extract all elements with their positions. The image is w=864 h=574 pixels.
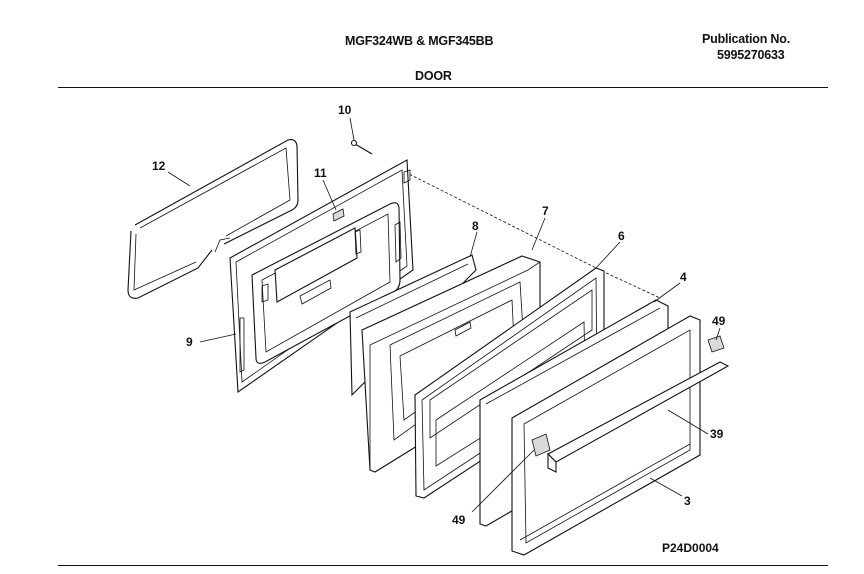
part-3-outer-panel (511, 315, 701, 556)
leader-49a (715, 327, 721, 341)
callout-39: 39 (710, 427, 724, 441)
header-divider (58, 87, 828, 88)
part-9-door-frame (229, 159, 414, 394)
part-39-handle (547, 361, 730, 473)
part-12-gasket (127, 139, 299, 299)
part-7-inner-panel (361, 255, 541, 473)
leader-8 (469, 231, 478, 258)
callout-11: 11 (314, 166, 327, 180)
leader-12 (167, 171, 191, 187)
leader-9 (199, 333, 237, 343)
model-title: MGF324WB & MGF345BB (345, 34, 494, 48)
callout-49-top: 49 (712, 314, 726, 328)
part-10-screw (350, 139, 373, 155)
callout-7: 7 (542, 204, 549, 218)
part-49-handle-mount-left (531, 433, 551, 457)
section-title: DOOR (415, 69, 452, 83)
alignment-line (404, 171, 661, 299)
leader-11 (322, 179, 337, 211)
publication-label: Publication No. (702, 32, 790, 46)
part-49-handle-mount-right (707, 335, 725, 353)
callout-4: 4 (680, 270, 687, 284)
callout-3: 3 (684, 494, 691, 508)
callout-8: 8 (472, 219, 479, 233)
diagram-code: P24D0004 (662, 541, 719, 555)
footer-divider (58, 565, 828, 566)
leader-4 (653, 282, 681, 303)
publication-number: 5995270633 (717, 48, 785, 62)
callout-49-bottom: 49 (452, 513, 466, 527)
leader-39 (667, 409, 709, 435)
callout-6: 6 (618, 229, 625, 243)
callout-10: 10 (338, 103, 352, 117)
leader-7 (531, 217, 546, 251)
leader-6 (595, 241, 621, 269)
leader-49b (471, 449, 535, 513)
part-11-clip (332, 208, 345, 222)
callout-12: 12 (152, 159, 166, 173)
callout-9: 9 (186, 335, 193, 349)
leader-10 (349, 117, 355, 141)
leader-3 (649, 477, 683, 497)
